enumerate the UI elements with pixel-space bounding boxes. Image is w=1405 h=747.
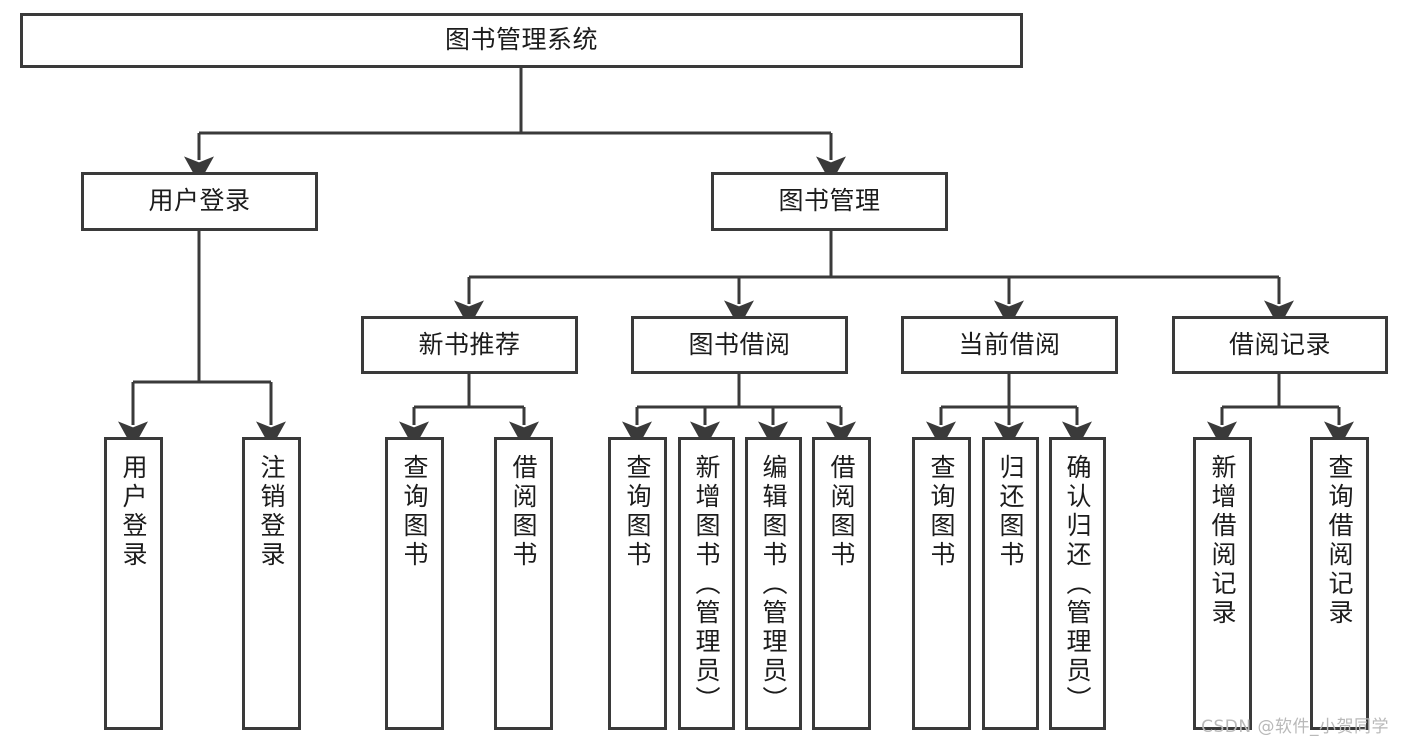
leaf-user-login-login[interactable]: 用户登录 <box>104 437 163 730</box>
leaf-current-borrow-confirm-return[interactable]: 确认归还（管理员） <box>1049 437 1106 730</box>
node-label: 查询图书 <box>927 454 956 570</box>
node-label: 图书借阅 <box>688 329 791 359</box>
node-label: 图书管理 <box>778 186 881 216</box>
node-label: 新增图书（管理员） <box>692 454 721 715</box>
node-label: 借阅记录 <box>1228 329 1331 359</box>
node-current-borrow[interactable]: 当前借阅 <box>901 316 1118 374</box>
node-user-login[interactable]: 用户登录 <box>81 172 318 231</box>
leaf-current-borrow-return[interactable]: 归还图书 <box>982 437 1039 730</box>
node-label: 用户登录 <box>148 186 251 216</box>
leaf-new-book-borrow[interactable]: 借阅图书 <box>494 437 553 730</box>
node-label: 注销登录 <box>257 454 286 570</box>
node-label: 确认归还（管理员） <box>1063 454 1092 715</box>
node-new-book-recommend[interactable]: 新书推荐 <box>361 316 578 374</box>
leaf-book-borrow-edit[interactable]: 编辑图书（管理员） <box>745 437 802 730</box>
node-label: 新书推荐 <box>418 329 521 359</box>
leaf-book-borrow-search[interactable]: 查询图书 <box>608 437 667 730</box>
leaf-user-login-logout[interactable]: 注销登录 <box>242 437 301 730</box>
watermark-label: CSDN @软件_小贺同学 <box>1201 717 1389 737</box>
node-label: 查询图书 <box>623 454 652 570</box>
node-label: 借阅图书 <box>827 454 856 570</box>
node-root-system[interactable]: 图书管理系统 <box>20 13 1023 68</box>
node-label: 新增借阅记录 <box>1208 454 1237 628</box>
node-label: 用户登录 <box>119 454 148 570</box>
leaf-borrow-record-search[interactable]: 查询借阅记录 <box>1310 437 1369 730</box>
node-label: 编辑图书（管理员） <box>759 454 788 715</box>
node-label: 查询借阅记录 <box>1325 454 1354 628</box>
node-label: 归还图书 <box>996 454 1025 570</box>
leaf-current-borrow-search[interactable]: 查询图书 <box>912 437 971 730</box>
node-label: 借阅图书 <box>509 454 538 570</box>
leaf-new-book-search[interactable]: 查询图书 <box>385 437 444 730</box>
node-book-borrow[interactable]: 图书借阅 <box>631 316 848 374</box>
leaf-borrow-record-add[interactable]: 新增借阅记录 <box>1193 437 1252 730</box>
node-book-management[interactable]: 图书管理 <box>711 172 948 231</box>
leaf-book-borrow-add[interactable]: 新增图书（管理员） <box>678 437 735 730</box>
node-label: 查询图书 <box>400 454 429 570</box>
node-label: 当前借阅 <box>958 329 1061 359</box>
node-label: 图书管理系统 <box>444 25 598 55</box>
node-borrow-record[interactable]: 借阅记录 <box>1172 316 1388 374</box>
leaf-book-borrow-borrow[interactable]: 借阅图书 <box>812 437 871 730</box>
